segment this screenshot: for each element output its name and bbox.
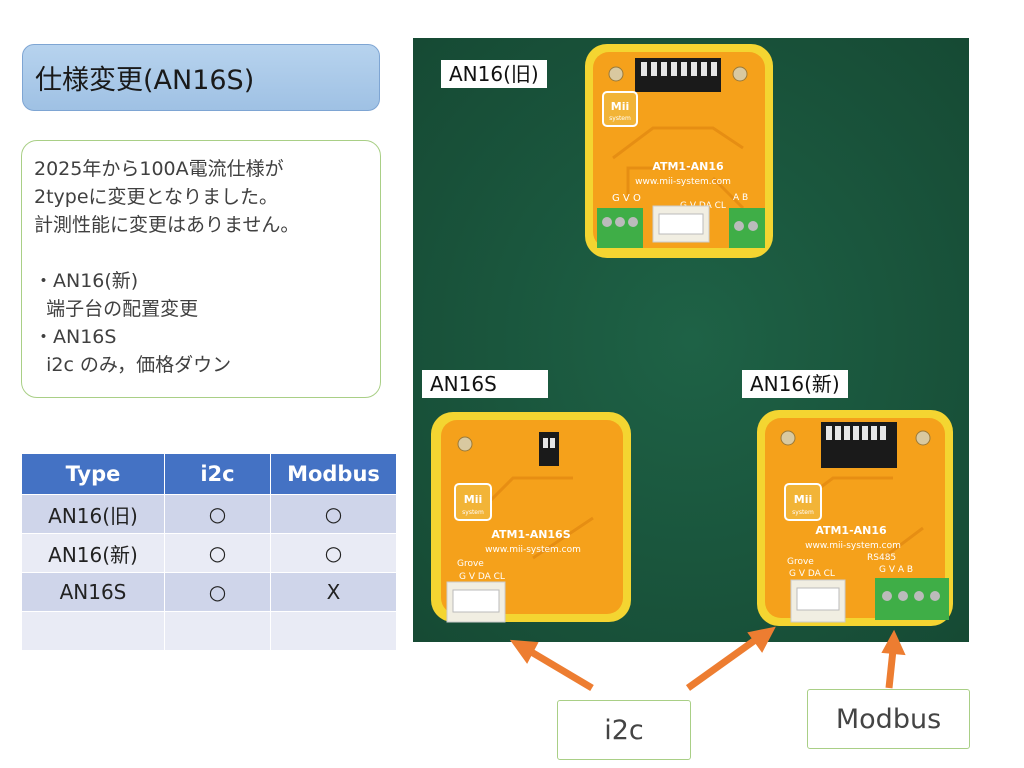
callout-i2c-text: i2c	[604, 714, 644, 746]
mii-logo	[784, 483, 822, 521]
callout-modbus-text: Modbus	[835, 703, 942, 735]
connector-pins: G V DA CL	[789, 569, 835, 579]
title-text: 仕様変更(AN16S)	[35, 65, 255, 96]
boards-illustration: Mii system ATM1-AN16 www.mii-system.com …	[413, 38, 969, 642]
arrow-i2c-left	[526, 646, 594, 692]
cell-type	[21, 611, 165, 651]
board-an16s: Mii system ATM1-AN16S www.mii-system.com…	[431, 412, 631, 623]
logo-text: Mii	[464, 493, 483, 506]
cell-type: AN16(旧)	[21, 494, 165, 534]
cell-i2c: ○	[164, 494, 271, 534]
cell-modbus: X	[270, 572, 397, 612]
cell-modbus	[270, 611, 397, 651]
cell-type: AN16S	[21, 572, 165, 612]
label-an16-new: AN16(新)	[742, 370, 848, 398]
cell-i2c	[164, 611, 271, 651]
desc-line: i2c のみ，価格ダウン	[34, 354, 232, 376]
cell-modbus: ○	[270, 494, 397, 534]
desc-line: 2typeに変更となりました。	[34, 186, 278, 208]
connector-label: Grove	[787, 557, 814, 567]
label-an16-old: AN16(旧)	[441, 60, 547, 88]
terminal-block	[597, 208, 643, 248]
logo-sub: system	[609, 115, 631, 122]
table-header-row: Type i2c Modbus	[21, 453, 397, 495]
terminal-label: RS485	[867, 553, 896, 563]
board-pcb	[441, 420, 623, 614]
board-model: ATM1-AN16	[652, 160, 724, 173]
board-an16-old: Mii system ATM1-AN16 www.mii-system.com …	[585, 44, 773, 258]
board-pcb	[765, 418, 945, 618]
board-url: www.mii-system.com	[485, 545, 581, 555]
cell-type: AN16(新)	[21, 533, 165, 573]
board-model: ATM1-AN16	[815, 524, 887, 537]
arrow-modbus	[885, 649, 897, 689]
table-row: AN16(新) ○ ○	[21, 533, 397, 573]
table-row: AN16S ○ X	[21, 572, 397, 612]
logo-sub: system	[792, 509, 814, 516]
desc-line: ・AN16(新)	[34, 270, 139, 292]
product-photo: Mii system ATM1-AN16 www.mii-system.com …	[413, 38, 969, 642]
arrow-i2c-right	[685, 635, 761, 691]
desc-line: 2025年から100A電流仕様が	[34, 158, 284, 180]
label-an16s: AN16S	[422, 370, 548, 398]
pins-left: G V O	[612, 193, 641, 204]
desc-line: 計測性能に変更はありません。	[34, 214, 300, 236]
logo-text: Mii	[794, 493, 813, 506]
board-url: www.mii-system.com	[805, 541, 901, 551]
desc-line: 端子台の配置変更	[34, 298, 199, 320]
desc-line: ・AN16S	[34, 326, 117, 348]
callout-i2c: i2c	[557, 700, 691, 760]
header-modbus: Modbus	[270, 453, 397, 495]
board-url: www.mii-system.com	[635, 177, 731, 187]
callout-modbus: Modbus	[807, 689, 970, 749]
slide-title: 仕様変更(AN16S)	[22, 44, 380, 111]
board-an16-new: Mii system ATM1-AN16 www.mii-system.com …	[757, 410, 953, 626]
table-row: AN16(旧) ○ ○	[21, 494, 397, 534]
cell-i2c: ○	[164, 533, 271, 573]
terminal-pins: G V A B	[879, 565, 913, 575]
mii-logo	[454, 483, 492, 521]
board-model: ATM1-AN16S	[491, 528, 570, 541]
connector-label: Grove	[457, 559, 484, 569]
header-i2c: i2c	[164, 453, 271, 495]
header-type: Type	[21, 453, 165, 495]
spec-table: Type i2c Modbus AN16(旧) ○ ○ AN16(新) ○ ○ …	[21, 453, 397, 651]
logo-sub: system	[462, 509, 484, 516]
connector-pins: G V DA CL	[459, 572, 505, 582]
description-box: 2025年から100A電流仕様が 2typeに変更となりました。 計測性能に変更…	[21, 140, 381, 398]
mii-logo	[602, 91, 638, 127]
logo-text: Mii	[611, 100, 630, 113]
table-row	[21, 611, 397, 651]
pins-right: A B	[733, 193, 748, 203]
